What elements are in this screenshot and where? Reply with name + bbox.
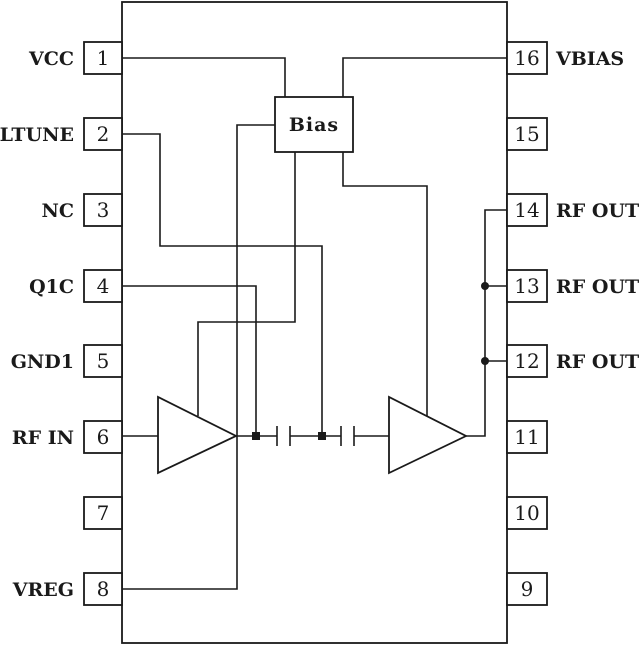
pin-1-box xyxy=(83,41,123,75)
wire-ltune xyxy=(122,133,323,436)
pin-9-number: 9 xyxy=(521,577,534,601)
pin-2-name: LTUNE xyxy=(0,124,74,146)
wire-bias-vreg xyxy=(122,124,275,590)
pin-8-name: VREG xyxy=(12,579,74,601)
wire-q1c xyxy=(122,285,257,436)
pin-4-box xyxy=(83,269,123,303)
pin-12-number: 12 xyxy=(514,349,539,373)
pin-6-name: RF IN xyxy=(12,427,74,449)
pin-1-name: VCC xyxy=(28,48,74,70)
junction-rf-out-12 xyxy=(481,357,489,365)
junction-q1c xyxy=(252,432,260,440)
pin-15-number: 15 xyxy=(514,122,539,146)
pin-5-name: GND1 xyxy=(11,351,74,373)
pin-8-number: 8 xyxy=(97,577,110,601)
pin-11-number: 11 xyxy=(514,425,539,449)
pin-9-box xyxy=(506,572,548,606)
pin-14-number: 14 xyxy=(514,198,539,222)
amplifier-1 xyxy=(157,395,239,475)
pin-16-number: 16 xyxy=(514,46,539,70)
amplifier-2 xyxy=(388,395,469,475)
pin-16-name: VBIAS xyxy=(555,48,624,70)
pin-1-number: 1 xyxy=(97,46,110,70)
pin-3-number: 3 xyxy=(97,198,110,222)
pin-12-box xyxy=(506,344,548,378)
pin-4-name: Q1C xyxy=(29,276,74,298)
junction-rf-out-13 xyxy=(481,282,489,290)
pin-2-box xyxy=(83,117,123,151)
wire-vcc-bias xyxy=(122,57,286,97)
pin-3-name: NC xyxy=(42,200,75,222)
pin-10-box xyxy=(506,496,548,530)
pin-4-number: 4 xyxy=(97,274,110,298)
pin-5-box xyxy=(83,344,123,378)
pin-6-number: 6 xyxy=(97,425,110,449)
pin-10-number: 10 xyxy=(514,501,539,525)
wire-vbias-bias xyxy=(342,57,507,97)
bias-label: Bias xyxy=(289,114,339,136)
pin-13-name: RF OUT xyxy=(556,276,639,298)
pin-7-number: 7 xyxy=(97,501,110,525)
pin-2-number: 2 xyxy=(97,122,110,146)
pin-13-number: 13 xyxy=(514,274,539,298)
wire-bias-amp2 xyxy=(342,152,428,416)
pin-8-box xyxy=(83,572,123,606)
wire-bias-amp1 xyxy=(197,152,296,416)
pin-7-box xyxy=(83,496,123,530)
pin-11-box xyxy=(506,420,548,454)
pin-15-box xyxy=(506,117,548,151)
pin-14-box xyxy=(506,193,548,227)
pin-6-box xyxy=(83,420,123,454)
pin-3-box xyxy=(83,193,123,227)
pin-12-name: RF OUT xyxy=(556,351,639,373)
pin-13-box xyxy=(506,269,548,303)
junction-ltune xyxy=(318,432,326,440)
wire-rf-out xyxy=(466,209,507,437)
pin-14-name: RF OUT xyxy=(556,200,639,222)
pin-5-number: 5 xyxy=(97,349,110,373)
